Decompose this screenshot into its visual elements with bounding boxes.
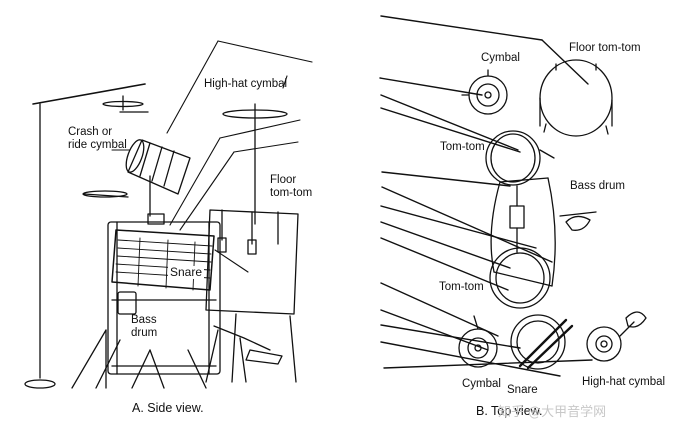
side-snare bbox=[111, 213, 215, 291]
label-side-bass-drum: Bass drum bbox=[131, 314, 171, 340]
top-hihat bbox=[586, 311, 647, 362]
side-rack-tom bbox=[125, 139, 191, 217]
label-top-cymbal-upper: Cymbal bbox=[481, 52, 520, 64]
watermark: 知乎 @大甲音学网 bbox=[498, 405, 607, 420]
label-top-floor-tom: Floor tom-tom bbox=[569, 42, 641, 54]
label-top-cymbal-lower: Cymbal bbox=[462, 378, 501, 390]
label-crash-cymbal-text: Crash or ride cymbal bbox=[68, 126, 127, 151]
side-legs bbox=[71, 329, 207, 389]
top-bass-drum bbox=[490, 177, 597, 287]
side-leader-lines bbox=[111, 40, 313, 273]
top-cymbal-lower bbox=[458, 315, 498, 368]
top-tom-tom-2 bbox=[489, 247, 551, 309]
label-side-hihat: High-hat cymbal bbox=[204, 78, 288, 90]
top-snare bbox=[510, 314, 574, 370]
side-view-drawing bbox=[24, 40, 313, 389]
top-floor-tom bbox=[539, 59, 613, 137]
top-view-drawing bbox=[379, 15, 647, 377]
label-top-tom-tom-1: Tom-tom bbox=[440, 141, 485, 153]
label-crash-cymbal: Crash or ride cymbal bbox=[68, 126, 138, 152]
label-top-snare: Snare bbox=[507, 384, 538, 396]
caption-top-view: B. Top view. bbox=[476, 404, 543, 418]
top-tom-tom-1 bbox=[485, 130, 555, 186]
label-top-bass-drum: Bass drum bbox=[570, 180, 625, 192]
label-side-snare: Snare bbox=[168, 265, 205, 279]
label-top-tom-tom-2: Tom-tom bbox=[439, 281, 484, 293]
label-side-floor-tom: Floor tom-tom bbox=[270, 174, 330, 200]
top-leader-lines bbox=[379, 15, 593, 377]
label-top-hihat: High-hat cymbal bbox=[582, 376, 666, 388]
top-cymbal-upper bbox=[461, 69, 508, 115]
caption-side-view: A. Side view. bbox=[132, 401, 204, 415]
side-floor-tom bbox=[205, 209, 299, 383]
label-side-floor-tom-text: Floor tom-tom bbox=[270, 174, 313, 199]
side-hihat bbox=[205, 103, 288, 383]
label-side-bass-drum-text: Bass drum bbox=[131, 314, 158, 339]
side-bass-drum bbox=[107, 221, 221, 375]
crash-cymbal-stand bbox=[24, 83, 149, 389]
